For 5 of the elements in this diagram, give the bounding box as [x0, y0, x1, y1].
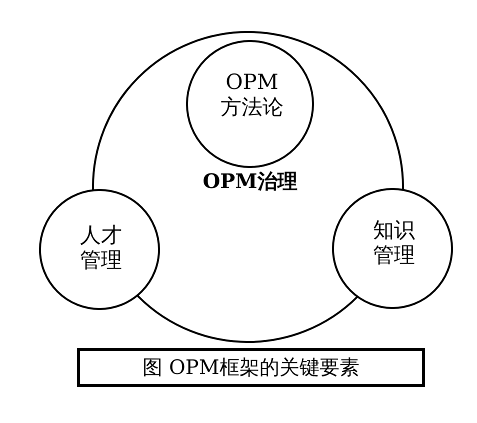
- circle-label: 知识管理: [372, 218, 416, 268]
- center-label: OPM治理: [202, 169, 298, 193]
- circle-label: 人才管理: [79, 223, 123, 274]
- caption-box: 图 OPM框架的关键要素: [77, 348, 425, 387]
- circle-label: OPM 方法论: [220, 70, 284, 120]
